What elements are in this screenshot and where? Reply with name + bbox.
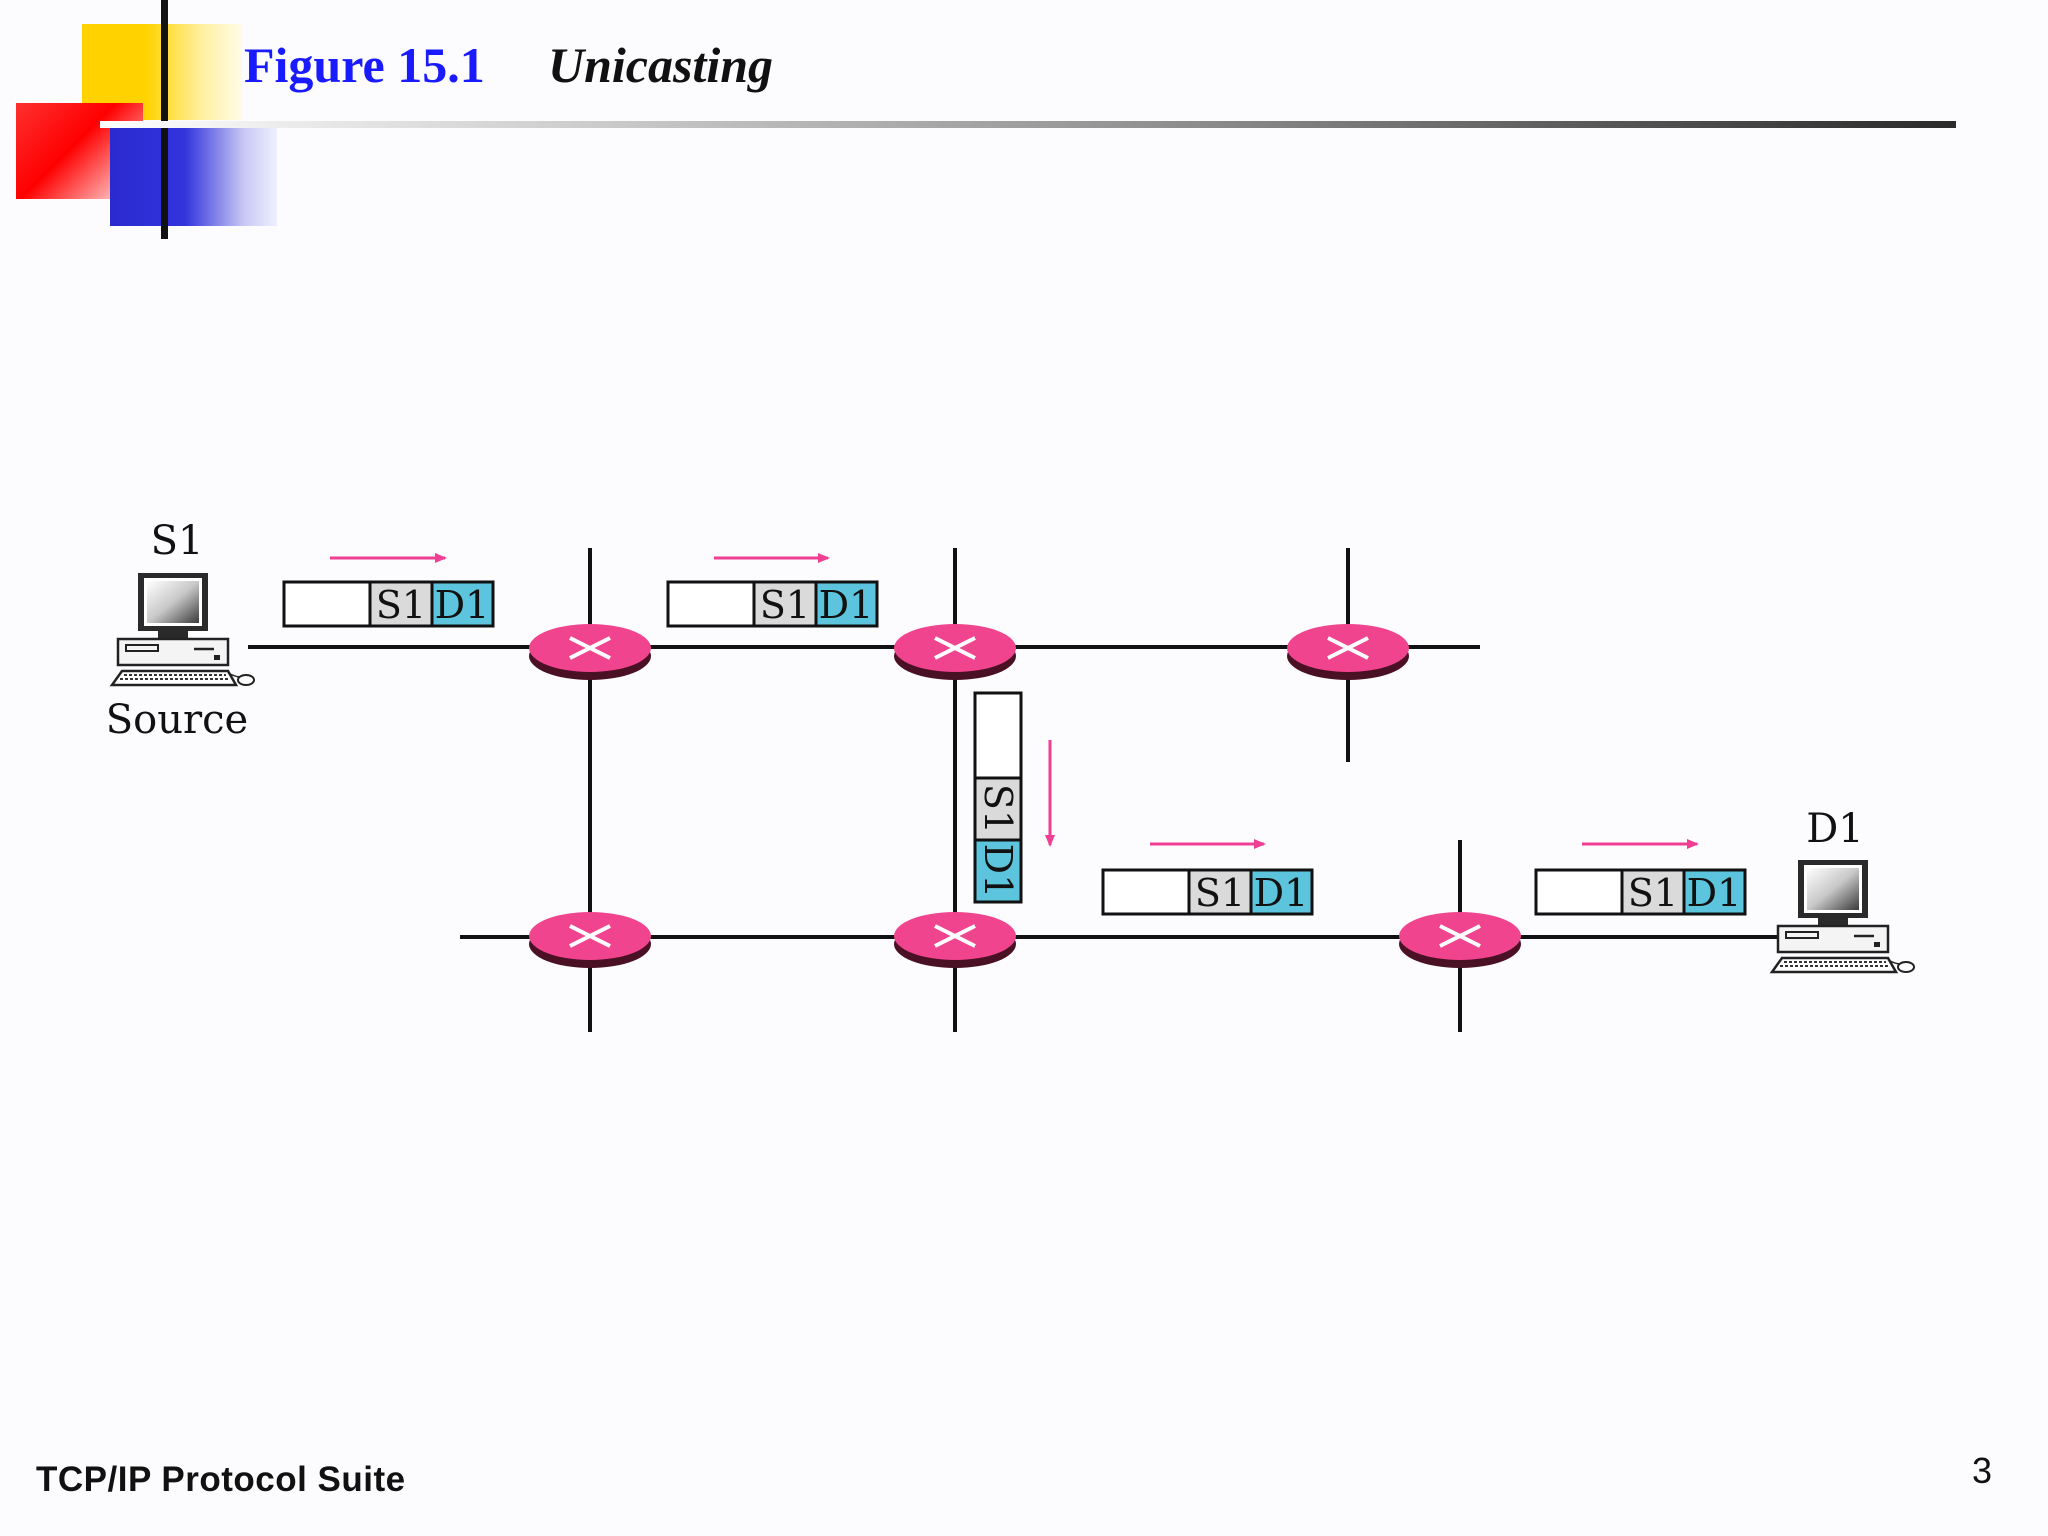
figure-number: Figure 15.1 <box>244 37 485 93</box>
packet: S1 D1 <box>1534 868 1747 916</box>
packet: S1 D1 <box>973 691 1023 904</box>
packet-src: S1 <box>760 583 810 627</box>
router-icon <box>1285 622 1411 682</box>
packet: S1 D1 <box>282 580 495 628</box>
router-icon <box>892 910 1018 970</box>
source-computer-icon <box>110 571 256 687</box>
decor-vertical-line <box>161 0 168 239</box>
router-icon <box>527 622 653 682</box>
packet: S1 D1 <box>666 580 879 628</box>
packet-dst: D1 <box>819 583 874 627</box>
router-icon <box>892 622 1018 682</box>
source-caption: Source <box>106 697 248 743</box>
packet-src: S1 <box>1628 871 1678 915</box>
destination-computer-icon <box>1770 858 1916 974</box>
packet-src: S1 <box>1195 871 1245 915</box>
title-rule <box>100 121 1956 128</box>
figure-title: Unicasting <box>548 37 774 93</box>
packet-src: S1 <box>376 583 426 627</box>
packet: S1 D1 <box>1101 868 1314 916</box>
packet-dst: D1 <box>1254 871 1309 915</box>
footer-text: TCP/IP Protocol Suite <box>36 1460 406 1499</box>
destination-label: D1 <box>1806 806 1864 852</box>
packet-src: S1 <box>976 784 1020 834</box>
router-icon <box>527 910 653 970</box>
router-icon <box>1397 910 1523 970</box>
source-label: S1 <box>151 518 204 564</box>
packet-dst: D1 <box>435 583 490 627</box>
page-number: 3 <box>1972 1450 1993 1491</box>
packet-dst: D1 <box>976 844 1020 899</box>
decor-blue-block <box>110 123 277 226</box>
packet-dst: D1 <box>1687 871 1742 915</box>
